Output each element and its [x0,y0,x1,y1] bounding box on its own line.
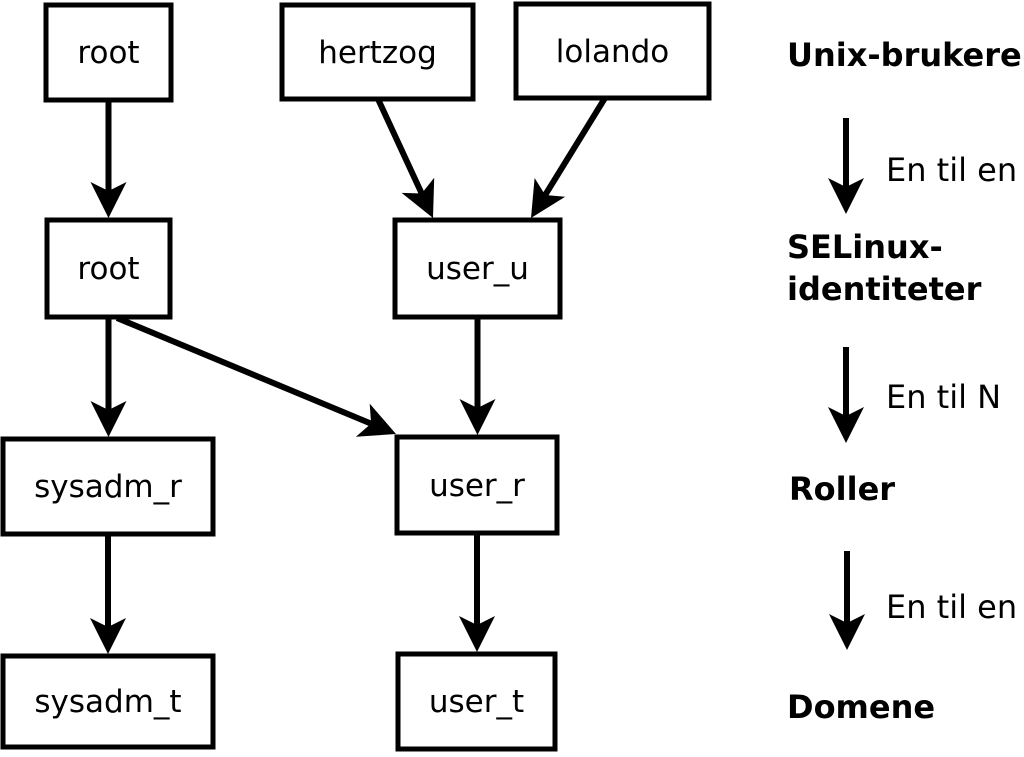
legend-unix-users-label: Unix-brukere [787,36,1022,74]
arrow-user-u-to-user-r [459,317,496,435]
node-role-user-r: user_r [394,434,560,536]
legend-arrow-selinux-to-roles [828,347,864,443]
node-selinux-user-u-label: user_u [426,251,529,287]
node-domain-user-t: user_t [395,651,558,752]
node-unix-hertzog: hertzog [279,2,476,102]
diagram-nodes: root hertzog lolando root user_u sysadm_… [0,1,712,752]
legend-rel-one-to-n-label: En til N [886,378,1001,416]
node-selinux-root: root [44,217,173,320]
node-role-sysadm-r: sysadm_r [0,436,216,537]
node-selinux-root-label: root [77,251,139,287]
node-unix-root: root [43,2,174,103]
legend-arrow-roles-to-domains [829,551,865,650]
diagram-edges [90,96,608,654]
node-role-sysadm-r-label: sysadm_r [34,469,182,505]
node-unix-lolando-label: lolando [556,34,669,70]
legend-selinux-identities-label: SELinux- identiteter [787,228,982,308]
legend-rel-one-to-one-2-label: En til en [886,588,1017,626]
arrow-sysadm-r-to-sysadm-t [90,534,126,654]
node-domain-sysadm-t: sysadm_t [0,653,216,750]
legend-selinux-line2: identiteter [787,270,982,308]
node-unix-hertzog-label: hertzog [318,35,437,71]
legend-rel-one-to-one-1-label: En til en [886,151,1017,189]
node-domain-sysadm-t-label: sysadm_t [34,684,181,720]
legend-arrow-unix-to-selinux [828,118,864,214]
arrow-lolando-to-user-u [531,96,608,218]
legend-roles-label: Roller [789,470,895,508]
arrow-selinux-root-to-user-r [115,315,396,437]
node-unix-lolando: lolando [513,1,712,101]
legend-column: Unix-brukere En til en SELinux- identite… [787,36,1022,726]
arrow-selinux-root-to-sysadm-r [90,317,127,437]
arrow-user-r-to-user-t [459,533,495,652]
node-role-user-r-label: user_r [429,468,525,504]
node-unix-root-label: root [77,35,139,71]
legend-selinux-line1: SELinux- [787,228,943,266]
node-domain-user-t-label: user_t [429,684,524,720]
arrow-hertzog-to-user-u [375,97,435,218]
legend-domains-label: Domene [787,688,935,726]
node-selinux-user-u: user_u [392,217,563,320]
arrow-unix-root-to-selinux-root [90,100,127,218]
